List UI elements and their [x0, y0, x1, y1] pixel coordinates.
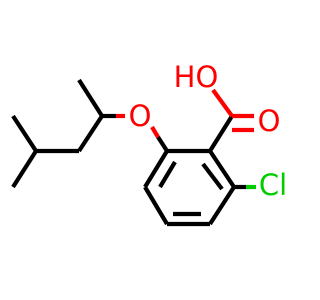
chlorine-label: Cl [259, 168, 287, 202]
ring-to-oxygen-bond-oxygen [150, 125, 160, 139]
structure-canvas: HO O O Cl [11, 60, 288, 227]
chain-bond-3 [11, 114, 38, 153]
chain-bond-1 [77, 114, 104, 153]
ring-inner-bond-right [201, 162, 224, 191]
chain-bond-4 [11, 149, 38, 189]
carbonyl-oxygen-label: O [258, 104, 281, 138]
ring-to-oxygen-bond-carbon [156, 135, 169, 153]
ring-bond-top-right [208, 149, 236, 189]
ether-oxygen-label: O [129, 99, 152, 133]
ring-bond-bottom-left [143, 185, 169, 226]
ring-bond-top-left [143, 149, 169, 189]
chain-methyl-branch [77, 78, 104, 118]
hydroxyl-label: HO [174, 60, 219, 94]
carboxylic-acid-group [208, 88, 254, 153]
carboxyl-carbon-bond [208, 114, 234, 153]
ring-bond-bottom-right [208, 185, 236, 226]
aromatic-ring [143, 148, 236, 227]
ring-inner-bond-left [158, 160, 177, 189]
ether-linkage [102, 113, 169, 153]
molecule-structure: HO O O Cl [11, 60, 287, 227]
hydroxyl-bond [211, 88, 234, 118]
alkyl-chain [11, 78, 104, 189]
